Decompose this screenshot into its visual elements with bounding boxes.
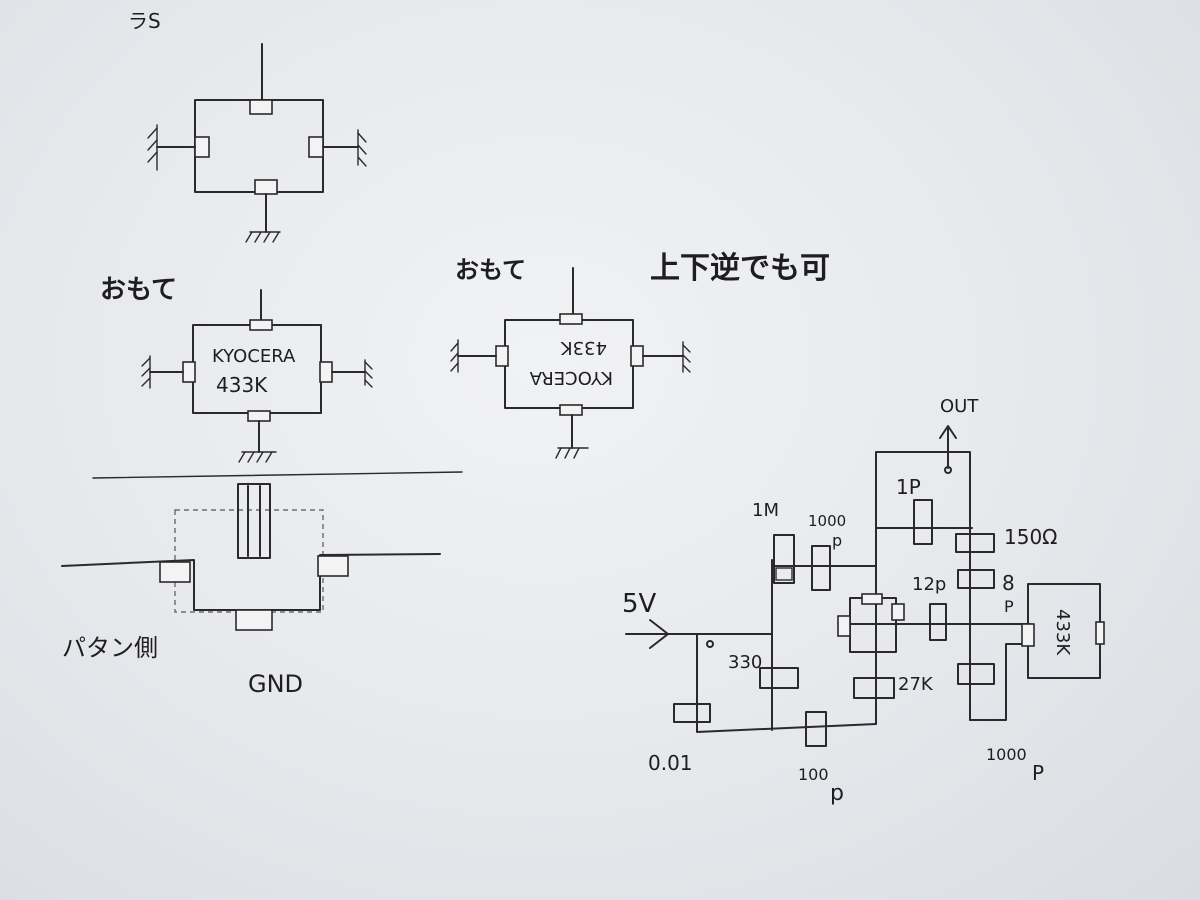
circuit-wiring	[625, 425, 1031, 733]
transistor-pad-top	[861, 593, 883, 605]
out-label: OUT	[940, 396, 979, 417]
c-1000p-a	[811, 545, 831, 591]
front-label-right: おもて	[455, 256, 526, 284]
c-1000p-a-unit: p	[832, 531, 842, 550]
front-label-left: おもて	[100, 275, 177, 305]
gnd-label: GND	[248, 670, 303, 698]
r-27k-label: 27K	[898, 674, 934, 695]
c-001	[673, 703, 711, 723]
part-right-line2: 433K	[560, 337, 607, 358]
transistor-pad-right	[891, 603, 905, 621]
c-8p-label: 8	[1002, 571, 1015, 595]
c-1000p-a-label: 1000	[808, 512, 846, 530]
r-27k	[853, 677, 895, 699]
transistor-pad-left	[837, 615, 851, 637]
c-001-label: 0.01	[648, 751, 693, 775]
right-labeled-component-outline	[457, 267, 684, 449]
c-100p-unit: p	[830, 781, 844, 806]
c-8p-unit: P	[1004, 597, 1014, 616]
c-100p	[805, 711, 827, 747]
left-labeled-ground-left	[141, 355, 151, 389]
module-label: 433K	[1052, 609, 1073, 656]
c-12p-label: 12p	[912, 574, 946, 595]
top-component-ground-left	[147, 124, 158, 171]
out-node	[944, 466, 952, 474]
cross-section	[61, 483, 441, 631]
top-component-ground-bottom	[245, 231, 281, 243]
flip-note: 上下逆でも可	[650, 251, 830, 286]
pad-27k-right	[957, 663, 995, 685]
right-labeled-ground-right	[682, 341, 691, 373]
module-pad-left	[1021, 623, 1035, 647]
left-labeled-ground-right	[364, 359, 373, 388]
part-left-line2: 433K	[216, 373, 268, 397]
module-pad-right	[1095, 621, 1105, 645]
c-8p	[957, 569, 995, 589]
r-330	[759, 667, 799, 689]
right-labeled-ground-bottom	[555, 447, 589, 459]
supply-node	[706, 640, 714, 648]
top-component-ground-right	[357, 129, 367, 167]
c-1000p-b-label: 1000	[986, 745, 1027, 764]
c-12p	[929, 603, 947, 641]
left-labeled-ground-bottom	[238, 451, 277, 463]
left-labeled-component-outline	[149, 289, 366, 453]
part-left-line1: KYOCERA	[212, 346, 296, 367]
r-330-label: 330	[728, 652, 762, 673]
r-1m-label: 1M	[752, 500, 779, 521]
right-labeled-ground-left	[450, 339, 459, 373]
r-1m-band	[775, 567, 793, 581]
c-1000p-b-unit: P	[1032, 761, 1044, 785]
r-1m	[773, 534, 795, 584]
top-component-outline	[156, 43, 359, 233]
c-100p-label: 100	[798, 765, 829, 784]
r-150-label: 150Ω	[1004, 525, 1057, 549]
part-right-line1: KYOCERA	[529, 367, 613, 388]
c-1p-label: 1P	[896, 475, 921, 499]
c-1p	[913, 499, 933, 545]
r-150	[955, 533, 995, 553]
pattern-side-label: パタン側	[62, 634, 158, 662]
section-divider	[92, 471, 463, 479]
corner-note: ラS	[128, 9, 161, 33]
supply-label: 5V	[622, 589, 657, 619]
